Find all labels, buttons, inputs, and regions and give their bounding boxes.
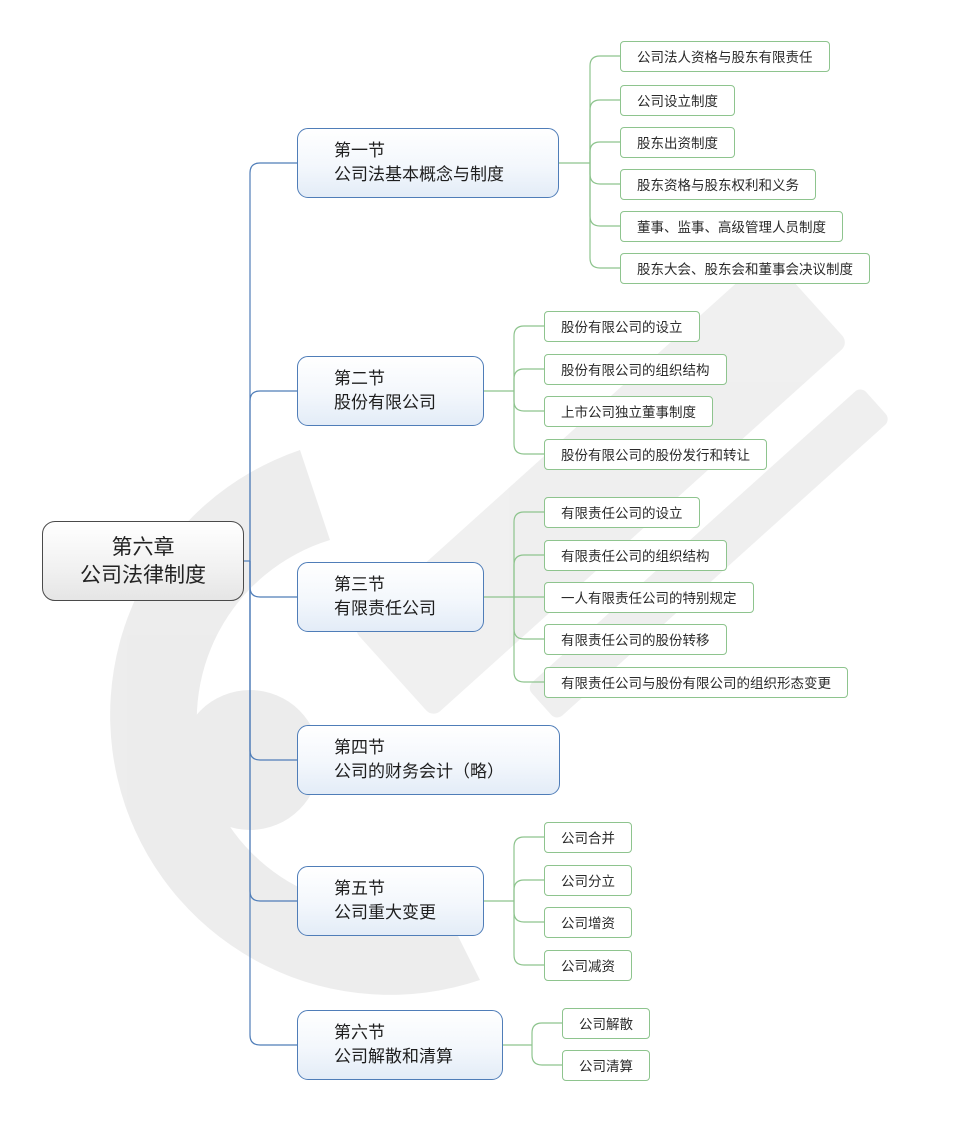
topic-node[interactable]: 有限责任公司的设立 [544,496,700,528]
leaf-connector [589,163,620,227]
topic-node[interactable]: 股东大会、股东会和董事会决议制度 [620,252,870,284]
section-node-4[interactable]: 第四节 公司的财务会计（略） [297,725,560,795]
root-node[interactable]: 第六章 公司法律制度 [42,521,244,601]
topic-node[interactable]: 公司设立制度 [620,84,735,116]
root-subtitle: 公司法律制度 [80,563,206,587]
leaf-connector [513,368,544,391]
topic-node[interactable]: 股份有限公司的组织结构 [544,353,727,385]
topic-node[interactable]: 上市公司独立董事制度 [544,395,713,427]
leaf-connector [513,554,544,597]
leaf-connector [513,391,544,412]
topic-node[interactable]: 董事、监事、高级管理人员制度 [620,210,843,242]
topic-node[interactable]: 股份有限公司的股份发行和转让 [544,438,767,470]
section-node-5[interactable]: 第五节 公司重大变更 [297,866,484,936]
section-node-3[interactable]: 第三节 有限责任公司 [297,562,484,632]
topic-node[interactable]: 一人有限责任公司的特别规定 [544,581,754,613]
root-title: 第六章 [111,535,175,559]
section-connector-1 [249,162,297,561]
section-title: 公司法基本概念与制度 [334,165,504,185]
leaf-connector [513,901,544,966]
leaf-connector [531,1045,562,1066]
section-title: 有限责任公司 [334,599,436,619]
section-connector-6 [249,561,297,1046]
section-node-2[interactable]: 第二节 股份有限公司 [297,356,484,426]
leaf-connector [531,1022,562,1045]
section-connector-4 [249,561,297,761]
section-connector-3 [249,561,297,598]
leaf-connector [589,99,620,163]
leaf-connector [589,163,620,269]
leaf-connector [513,325,544,391]
leaf-connector [513,511,544,597]
section-title: 公司的财务会计（略） [334,762,504,782]
leaf-connector [513,836,544,901]
section-connector-5 [249,561,297,902]
leaf-connector [513,901,544,923]
topic-node[interactable]: 公司减资 [544,949,632,981]
section-number: 第二节 [334,369,385,389]
leaf-connector [513,879,544,901]
topic-node[interactable]: 股东出资制度 [620,126,735,158]
topic-node[interactable]: 有限责任公司的组织结构 [544,539,727,571]
section-title: 公司重大变更 [334,903,436,923]
topic-node[interactable]: 股份有限公司的设立 [544,310,700,342]
section-node-6[interactable]: 第六节 公司解散和清算 [297,1010,503,1080]
section-title: 公司解散和清算 [334,1047,453,1067]
topic-node[interactable]: 有限责任公司的股份转移 [544,623,727,655]
topic-node[interactable]: 股东资格与股东权利和义务 [620,168,816,200]
topic-node[interactable]: 公司法人资格与股东有限责任 [620,40,830,72]
leaf-connector [589,141,620,163]
leaf-connector [513,597,544,640]
section-number: 第五节 [334,879,385,899]
leaf-connector [513,391,544,455]
section-number: 第一节 [334,141,385,161]
section-node-1[interactable]: 第一节 公司法基本概念与制度 [297,128,559,198]
section-number: 第四节 [334,738,385,758]
topic-node[interactable]: 公司分立 [544,864,632,896]
section-number: 第六节 [334,1023,385,1043]
leaf-connector [589,163,620,185]
section-title: 股份有限公司 [334,393,436,413]
topic-node[interactable]: 公司合并 [544,821,632,853]
topic-node[interactable]: 公司增资 [544,906,632,938]
topic-node[interactable]: 有限责任公司与股份有限公司的组织形态变更 [544,666,848,698]
leaf-connector [513,597,544,683]
section-number: 第三节 [334,575,385,595]
section-connector-2 [249,390,297,561]
topic-node[interactable]: 公司解散 [562,1007,650,1039]
topic-node[interactable]: 公司清算 [562,1049,650,1081]
leaf-connector [589,55,620,163]
